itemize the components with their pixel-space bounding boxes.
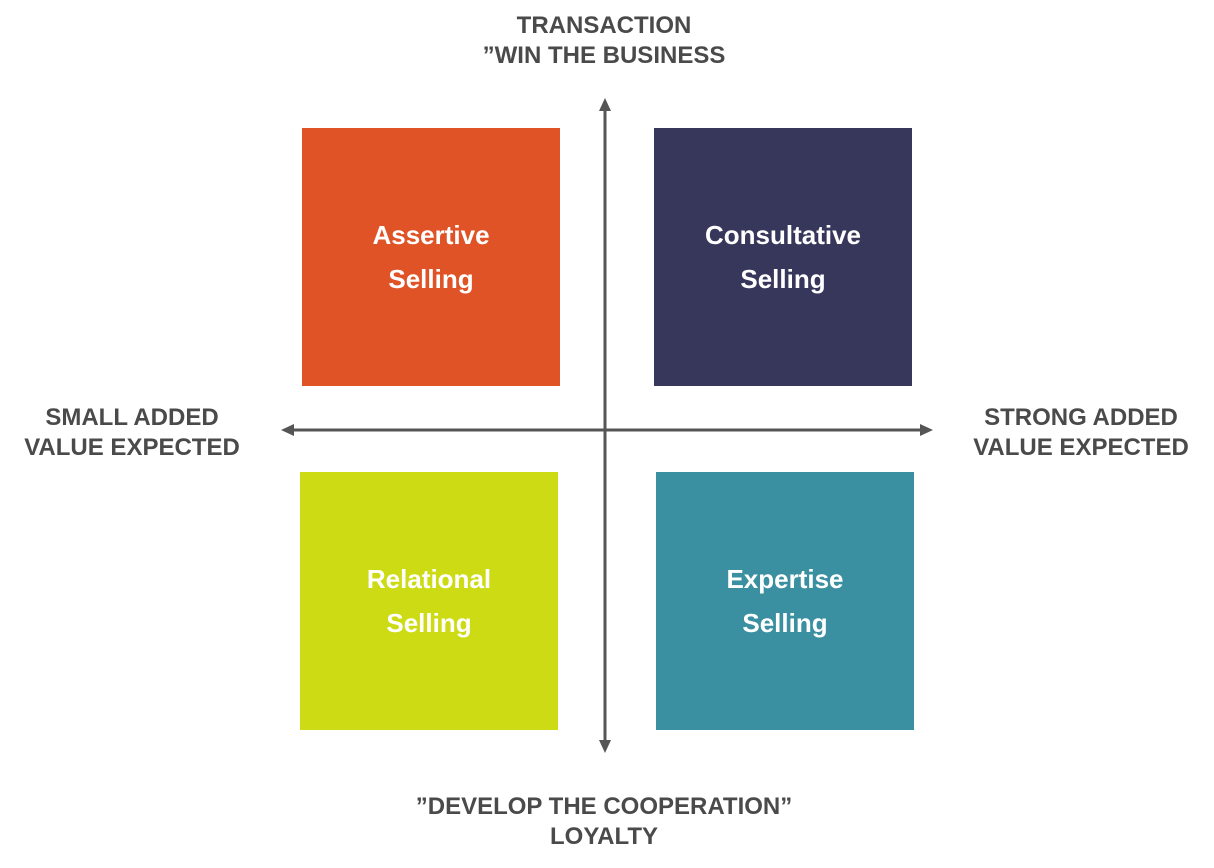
axis-label-bottom: ”DEVELOP THE COOPERATION” LOYALTY	[354, 792, 854, 852]
arrow-left-icon	[281, 424, 294, 436]
quadrant-assertive-selling: Assertive Selling	[302, 128, 560, 386]
quadrant-assertive-line1: Assertive	[372, 220, 490, 250]
axis-label-left: SMALL ADDED VALUE EXPECTED	[4, 403, 260, 463]
axis-label-right-line1: STRONG ADDED	[984, 404, 1178, 431]
quadrant-consultative-selling: Consultative Selling	[654, 128, 912, 386]
quadrant-expertise-selling: Expertise Selling	[656, 472, 914, 730]
quadrant-relational-selling: Relational Selling	[300, 472, 558, 730]
quadrant-assertive-line2: Selling	[388, 264, 474, 294]
axis-label-bottom-line1: ”DEVELOP THE COOPERATION”	[415, 793, 793, 820]
arrow-up-icon	[599, 98, 611, 111]
axis-label-top-line1: TRANSACTION	[516, 12, 692, 39]
quadrant-consultative-line2: Selling	[740, 264, 826, 294]
axis-label-right: STRONG ADDED VALUE EXPECTED	[956, 403, 1206, 463]
quadrant-relational-line1: Relational	[366, 564, 492, 594]
axis-label-top: TRANSACTION ”WIN THE BUSINESS	[404, 11, 804, 71]
vertical-axis	[599, 98, 611, 753]
axis-label-left-line2: VALUE EXPECTED	[24, 434, 240, 461]
quadrant-relational-line2: Selling	[386, 608, 472, 638]
quadrant-consultative-line1: Consultative	[704, 220, 862, 250]
quadrant-expertise-line2: Selling	[742, 608, 828, 638]
axis-label-left-line1: SMALL ADDED	[45, 404, 219, 431]
arrow-down-icon	[599, 740, 611, 753]
quadrant-expertise-line1: Expertise	[726, 564, 844, 594]
axis-label-right-line2: VALUE EXPECTED	[973, 434, 1189, 461]
axis-label-top-line2: ”WIN THE BUSINESS	[482, 42, 726, 69]
horizontal-axis	[281, 424, 933, 436]
arrow-right-icon	[920, 424, 933, 436]
axis-label-bottom-line2: LOYALTY	[549, 823, 658, 850]
